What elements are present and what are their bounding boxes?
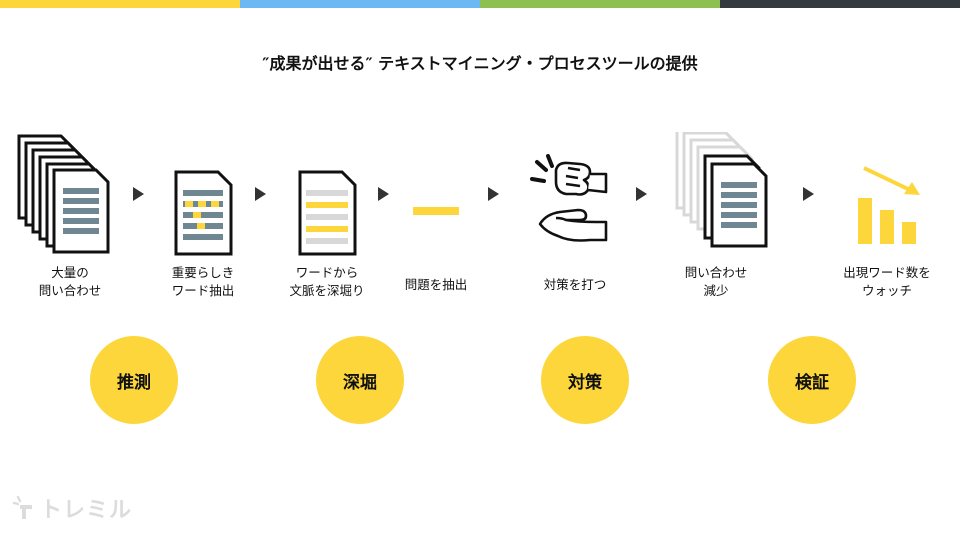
highlighted-document-icon: [174, 170, 233, 256]
step-label-line2: ワード抽出: [171, 283, 235, 298]
step-label-line2: 問い合わせ: [38, 283, 102, 298]
step-label: 問い合わせ 減少: [651, 264, 781, 300]
logo-mark-icon: [12, 495, 32, 519]
arrow-right-icon: [133, 187, 144, 201]
step-label: 問題を抽出: [371, 276, 501, 294]
document-stack-icon: [17, 134, 110, 254]
phase-circle-deep-dive: 深堀: [316, 336, 404, 424]
top-bar-segment-green: [480, 0, 720, 8]
brand-logo: トレミル: [12, 492, 132, 524]
step-label-line1: 問題を抽出: [404, 277, 468, 292]
slide-title: ″成果が出せる″ テキストマイニング・プロセスツールの提供: [262, 54, 698, 73]
phase-circle-guess: 推測: [90, 336, 178, 424]
step-label-line2: 文脈を深堀り: [289, 283, 365, 298]
phase-circle-verify: 検証: [768, 336, 856, 424]
top-bar-segment-blue: [240, 0, 480, 8]
phase-circle-action: 対策: [541, 336, 629, 424]
step-label: 大量の 問い合わせ: [5, 264, 135, 300]
top-color-bar: [0, 0, 960, 8]
step-label: ワードから 文脈を深堀り: [262, 264, 392, 300]
step-label-line2: ウォッチ: [861, 283, 912, 298]
fist-hand-icon: [530, 154, 608, 242]
arrow-right-icon: [378, 187, 389, 201]
top-bar-segment-dark: [720, 0, 960, 8]
logo-text: トレミル: [40, 498, 133, 523]
arrow-right-icon: [803, 187, 814, 201]
arrow-right-icon: [488, 187, 499, 201]
highlighted-lines-document-icon: [298, 170, 357, 256]
step-label-line1: ワードから: [295, 265, 359, 280]
step-label-line1: 対策を打つ: [543, 277, 607, 292]
problem-bar-icon: [413, 207, 459, 215]
declining-bar-chart-icon: [858, 166, 920, 244]
step-label: 重要らしき ワード抽出: [138, 264, 268, 300]
step-label-line1: 問い合わせ: [684, 265, 748, 280]
arrow-right-icon: [255, 187, 266, 201]
step-label: 出現ワード数を ウォッチ: [822, 264, 952, 300]
step-label-line2: 減少: [703, 283, 729, 298]
step-label-line1: 出現ワード数を: [843, 265, 931, 280]
top-bar-segment-yellow: [0, 0, 240, 8]
step-label-line1: 重要らしき: [171, 265, 235, 280]
arrow-right-icon: [636, 187, 647, 201]
step-label: 対策を打つ: [510, 276, 640, 294]
reduced-document-stack-icon: [675, 132, 768, 248]
step-label-line1: 大量の: [51, 265, 89, 280]
